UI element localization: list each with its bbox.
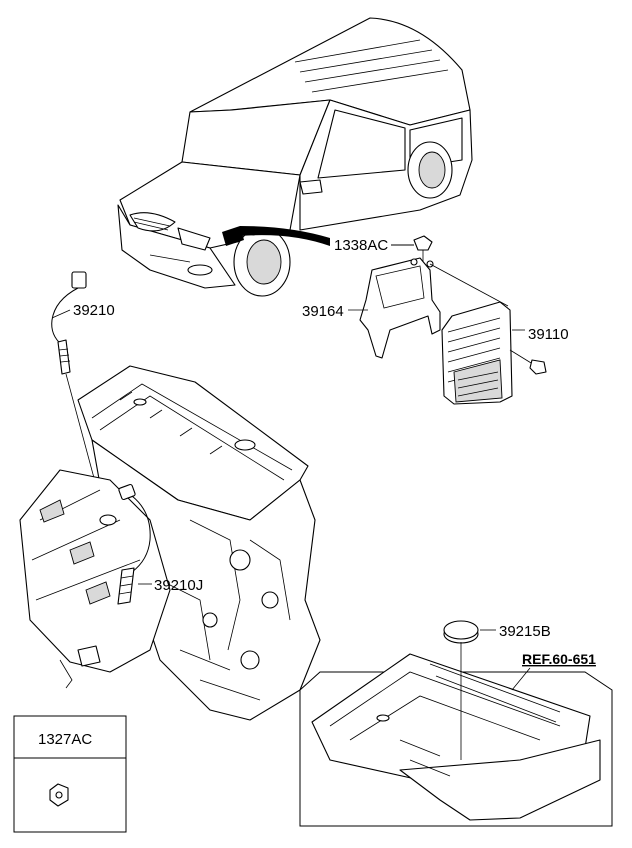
label-39210: 39210 xyxy=(73,302,115,319)
grommet-plug xyxy=(443,620,479,760)
label-1338AC: 1338AC xyxy=(334,237,388,254)
engine-block-illustration xyxy=(19,365,321,721)
label-39164: 39164 xyxy=(302,303,344,320)
ecu-bracket xyxy=(359,257,441,359)
ecu-mounting-bolt xyxy=(509,349,547,375)
bolt-1338AC xyxy=(413,235,433,262)
leader-car-to-1338AC xyxy=(240,226,330,246)
part-legend-box xyxy=(13,715,127,833)
floor-panel-illustration xyxy=(311,653,601,821)
floor-panel-box xyxy=(299,671,613,827)
label-39210J: 39210J xyxy=(154,577,203,594)
label-39215B: 39215B xyxy=(499,623,551,640)
label-reference: REF.60-651 xyxy=(522,651,596,667)
label-39110: 39110 xyxy=(528,326,569,343)
suv-vehicle-illustration xyxy=(117,17,473,297)
label-1327AC: 1327AC xyxy=(38,731,92,748)
oxygen-sensor-rear xyxy=(117,483,151,605)
ecu-module xyxy=(441,301,513,405)
